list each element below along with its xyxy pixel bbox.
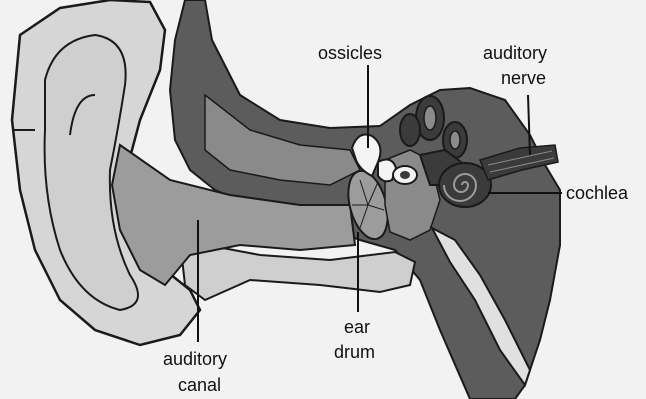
label-auditory-canal-line2: canal (178, 375, 221, 395)
label-cochlea: cochlea (566, 183, 629, 203)
label-auditory-nerve-line2: nerve (501, 68, 546, 88)
label-ear-drum-line1: ear (344, 317, 370, 337)
label-ear-drum-line2: drum (334, 342, 375, 362)
label-auditory-canal-line1: auditory (163, 349, 227, 369)
label-ossicles: ossicles (318, 43, 382, 63)
label-auditory-nerve-line1: auditory (483, 43, 547, 63)
